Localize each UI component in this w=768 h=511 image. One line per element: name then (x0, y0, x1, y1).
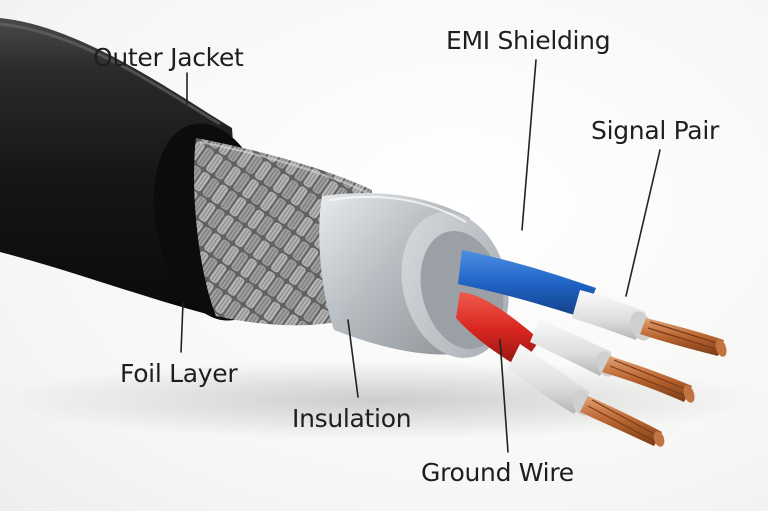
copper-strand-upper (640, 318, 727, 357)
leader-insulation (347, 319, 359, 398)
label-insulation: Insulation (292, 404, 412, 433)
leader-ground-wire (499, 339, 509, 453)
label-signal-pair: Signal Pair (591, 116, 719, 145)
label-foil-layer: Foil Layer (120, 359, 238, 388)
label-emi-shielding: EMI Shielding (446, 26, 611, 55)
blue-conductor (458, 250, 596, 318)
copper-strand-middle (602, 356, 695, 403)
white-wire-upper (572, 290, 652, 341)
label-outer-jacket: Outer Jacket (93, 43, 244, 72)
copper-strand-lower (580, 396, 665, 447)
label-ground-wire: Ground Wire (421, 458, 574, 487)
leader-signal-pair (625, 149, 661, 297)
leader-foil-layer (180, 302, 184, 353)
leader-emi-shielding (521, 59, 537, 231)
